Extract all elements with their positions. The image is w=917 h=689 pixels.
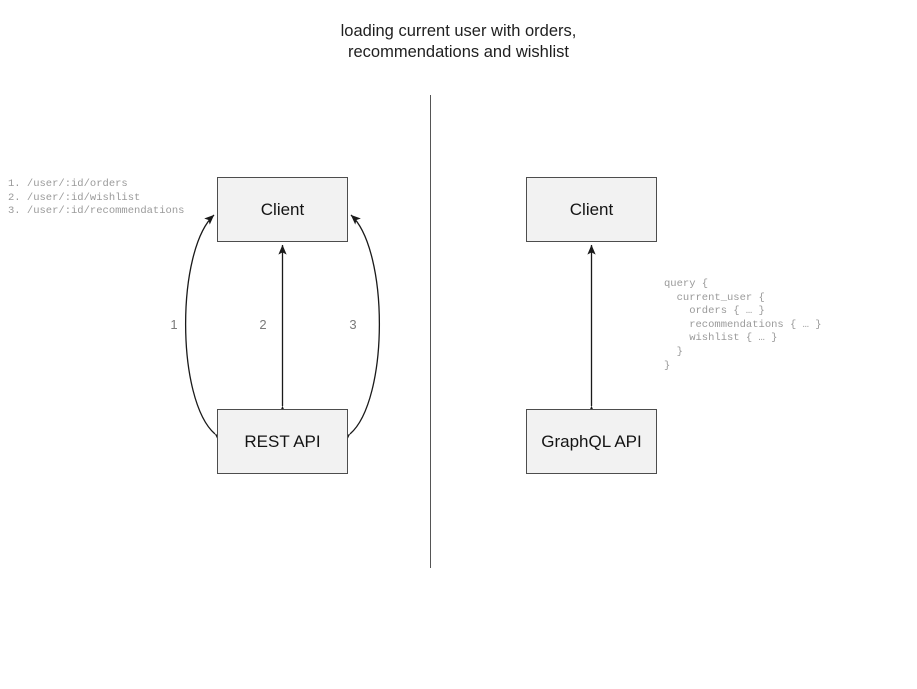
vertical-divider: [430, 95, 431, 568]
rest-endpoint-list: 1. /user/:id/orders 2. /user/:id/wishlis…: [8, 178, 185, 218]
node-graphql-client[interactable]: Client: [526, 177, 657, 242]
edge-label-2: 2: [259, 317, 267, 332]
edge-label-3: 3: [349, 317, 357, 332]
node-graphql-api[interactable]: GraphQL API: [526, 409, 657, 474]
node-rest-client[interactable]: Client: [217, 177, 348, 242]
edge-rest-1: [184, 214, 225, 444]
node-rest-api[interactable]: REST API: [217, 409, 348, 474]
graphql-query-code: query { current_user { orders { … } reco…: [664, 278, 822, 372]
edge-label-1: 1: [170, 317, 178, 332]
diagram-title: loading current user with orders, recomm…: [340, 22, 577, 61]
